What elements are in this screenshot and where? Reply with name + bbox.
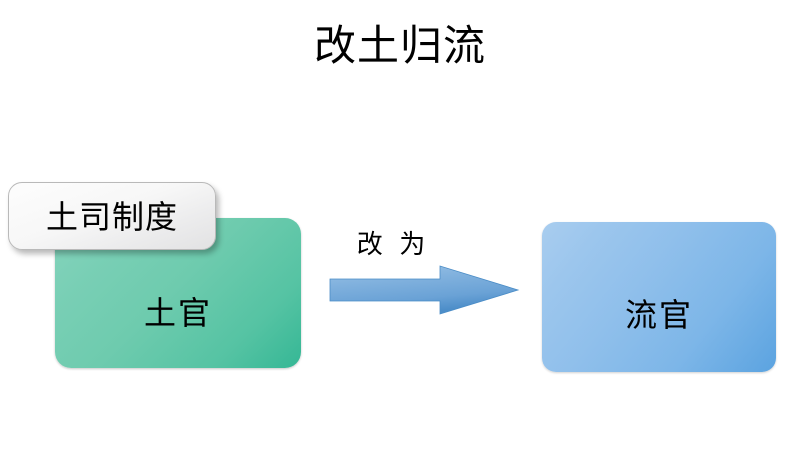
shape-tuguan-label: 土官 [143,294,212,332]
arrow-label-change-to: 改 为 [356,230,426,260]
shape-liuguan[interactable]: 流官 [542,222,776,372]
shape-liuguan-label: 流官 [624,296,693,334]
callout-tusi-system[interactable]: 土司制度 [8,182,216,250]
arrow-right-icon[interactable] [328,264,520,316]
callout-tusi-system-label: 土司制度 [45,198,178,236]
page-title: 改土归流 [313,21,486,70]
